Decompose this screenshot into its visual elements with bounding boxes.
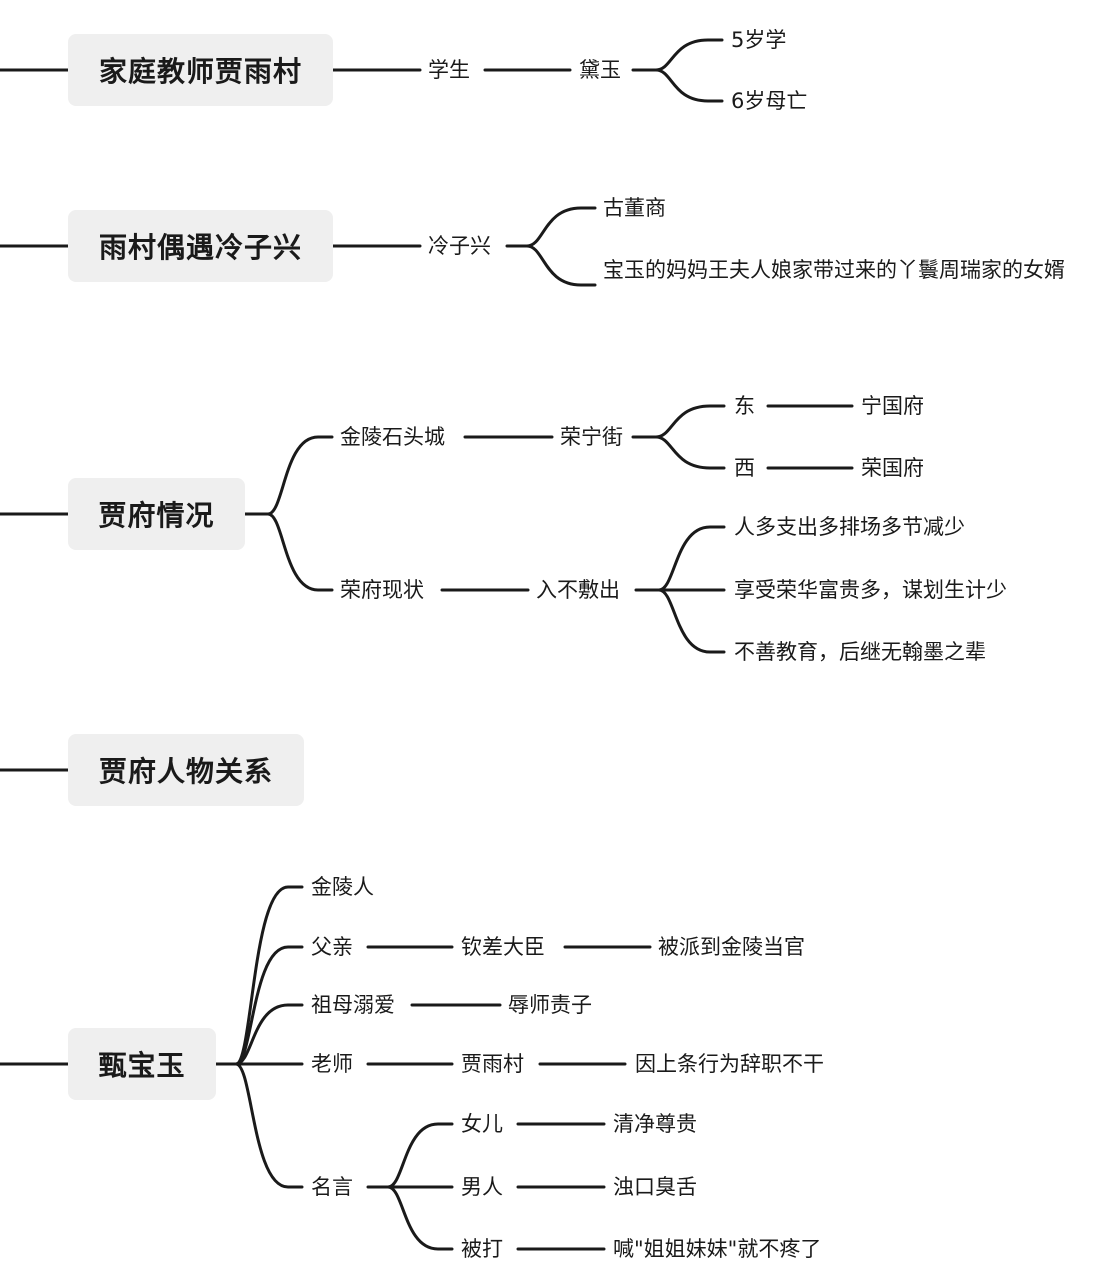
branch-curve xyxy=(657,588,726,654)
topic-zhen-baoyu[interactable]: 甄宝玉 xyxy=(68,1028,216,1100)
branch-curve xyxy=(234,1062,304,1189)
node-ningguo-mansion[interactable]: 宁国府 xyxy=(861,394,924,418)
node-spending-exceeds-income[interactable]: 入不敷出 xyxy=(536,578,620,602)
node-rongning-street[interactable]: 荣宁街 xyxy=(560,425,623,449)
node-daiyu[interactable]: 黛玉 xyxy=(579,58,621,82)
node-west[interactable]: 西 xyxy=(734,456,755,480)
node-reason-2[interactable]: 享受荣华富贵多，谋划生计少 xyxy=(734,578,1007,602)
branch-curve xyxy=(234,945,304,1066)
branch-curve xyxy=(386,1185,454,1251)
node-teacher[interactable]: 老师 xyxy=(311,1052,353,1076)
node-antique-dealer[interactable]: 古董商 xyxy=(603,196,666,220)
topic-jia-mansion-status[interactable]: 贾府情况 xyxy=(68,478,245,550)
node-age-6-mother-died[interactable]: 6岁母亡 xyxy=(731,89,808,113)
branch-curve xyxy=(525,206,597,248)
node-imperial-envoy[interactable]: 钦差大臣 xyxy=(461,935,545,959)
topic-yucun-meets-leng-zixing[interactable]: 雨村偶遇冷子兴 xyxy=(68,210,333,282)
node-reason-1[interactable]: 人多支出多排场多节减少 xyxy=(734,515,965,539)
node-sent-to-jinling[interactable]: 被派到金陵当官 xyxy=(658,935,805,959)
node-foul-mouthed[interactable]: 浊口臭舌 xyxy=(613,1175,697,1199)
node-call-sisters[interactable]: 喊"姐姐妹妹"就不疼了 xyxy=(613,1237,822,1261)
node-men[interactable]: 男人 xyxy=(461,1175,503,1199)
branch-curve xyxy=(525,244,597,287)
node-scold-teacher[interactable]: 辱师责子 xyxy=(508,993,592,1017)
node-grandmother-dotes[interactable]: 祖母溺爱 xyxy=(311,993,395,1017)
node-daughters[interactable]: 女儿 xyxy=(461,1112,503,1136)
node-reason-3[interactable]: 不善教育，后继无翰墨之辈 xyxy=(734,640,986,664)
node-student[interactable]: 学生 xyxy=(428,58,470,82)
node-jia-yucun[interactable]: 贾雨村 xyxy=(461,1052,524,1076)
branch-curve xyxy=(266,512,334,592)
branch-curve xyxy=(266,435,334,516)
node-famous-sayings[interactable]: 名言 xyxy=(311,1175,353,1199)
branch-curve xyxy=(654,435,726,470)
node-jinling-native[interactable]: 金陵人 xyxy=(311,875,374,899)
node-resigned[interactable]: 因上条行为辞职不干 xyxy=(635,1052,824,1076)
branch-curve xyxy=(657,525,726,592)
branch-curve xyxy=(654,404,726,439)
node-rongguo-mansion[interactable]: 荣国府 xyxy=(861,456,924,480)
node-east[interactable]: 东 xyxy=(734,394,755,418)
node-zhou-ruijia-son-in-law[interactable]: 宝玉的妈妈王夫人娘家带过来的丫鬟周瑞家的女婿 xyxy=(603,258,1065,282)
branch-curve xyxy=(386,1122,454,1189)
node-father[interactable]: 父亲 xyxy=(311,935,353,959)
branch-curve xyxy=(654,68,724,103)
branch-curve xyxy=(654,38,724,72)
node-rong-mansion-status[interactable]: 荣府现状 xyxy=(340,578,424,602)
branch-curve xyxy=(234,885,304,1066)
node-age-5-study[interactable]: 5岁学 xyxy=(731,28,787,52)
node-being-beaten[interactable]: 被打 xyxy=(461,1237,503,1261)
branch-curve xyxy=(234,1003,304,1066)
node-pure-noble[interactable]: 清净尊贵 xyxy=(613,1112,697,1136)
topic-tutor-jia-yucun[interactable]: 家庭教师贾雨村 xyxy=(68,34,333,106)
node-leng-zixing[interactable]: 冷子兴 xyxy=(428,234,491,258)
topic-jia-mansion-relations[interactable]: 贾府人物关系 xyxy=(68,734,304,806)
node-jinling-stone-city[interactable]: 金陵石头城 xyxy=(340,425,445,449)
